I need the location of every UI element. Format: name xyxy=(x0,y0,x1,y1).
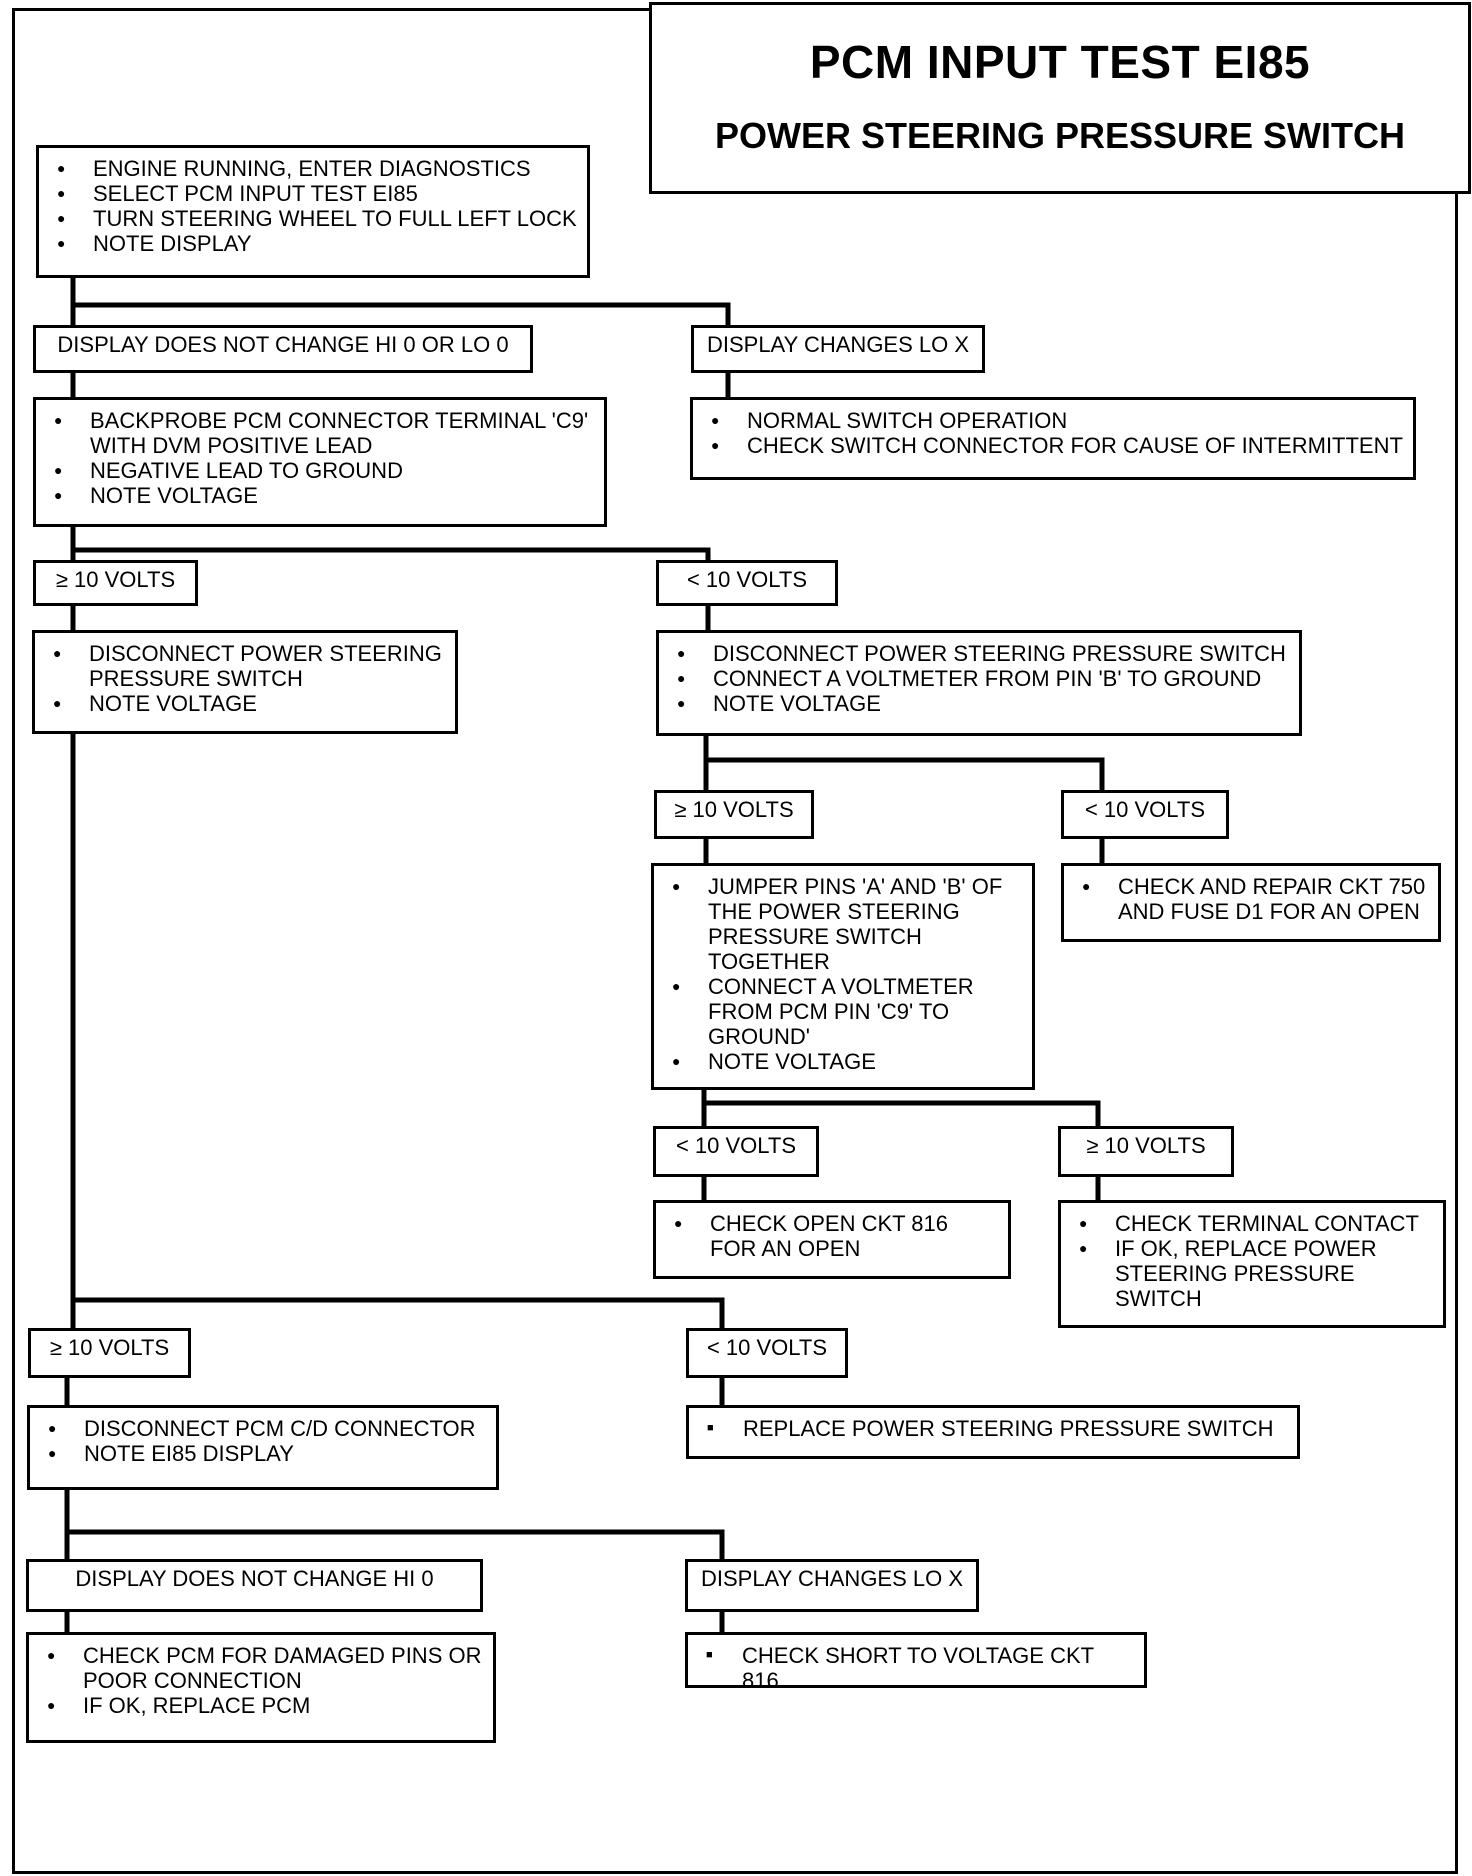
label-ge10-a: ≥ 10 VOLTS xyxy=(33,560,198,606)
page-title: PCM INPUT TEST EI85 xyxy=(809,36,1311,88)
label-changes-lo: DISPLAY CHANGES LO X xyxy=(685,1559,979,1612)
list-item: CHECK PCM FOR DAMAGED PINS OR POOR CONNE… xyxy=(47,1643,483,1693)
list-item: CONNECT A VOLTMETER FROM PIN 'B' TO GROU… xyxy=(677,666,1289,691)
list-item: SELECT PCM INPUT TEST EI85 xyxy=(57,181,577,206)
list-item: CHECK TERMINAL CONTACT xyxy=(1079,1211,1433,1236)
list-item: NORMAL SWITCH OPERATION xyxy=(711,408,1403,433)
list-item: DISCONNECT POWER STEERING PRESSURE SWITC… xyxy=(677,641,1289,666)
step-disconnect-voltmeter: DISCONNECT POWER STEERING PRESSURE SWITC… xyxy=(656,630,1302,736)
list-item: CHECK SHORT TO VOLTAGE CKT 816 xyxy=(706,1643,1134,1693)
list-item: NEGATIVE LEAD TO GROUND xyxy=(54,458,594,483)
list-item: CHECK AND REPAIR CKT 750 AND FUSE D1 FOR… xyxy=(1082,874,1428,924)
step-replace-switch: REPLACE POWER STEERING PRESSURE SWITCH xyxy=(686,1405,1300,1459)
list-item: JUMPER PINS 'A' AND 'B' OF THE POWER STE… xyxy=(672,874,1022,974)
step-disconnect-switch: DISCONNECT POWER STEERING PRESSURE SWITC… xyxy=(32,630,458,734)
label-ge10-b: ≥ 10 VOLTS xyxy=(654,790,814,839)
connector-jumper xyxy=(701,1088,1101,1128)
label-ge10-c: ≥ 10 VOLTS xyxy=(1058,1126,1234,1177)
label-no-change-hi: DISPLAY DOES NOT CHANGE HI 0 xyxy=(26,1559,483,1612)
list-item: REPLACE POWER STEERING PRESSURE SWITCH xyxy=(707,1416,1287,1441)
list-item: CHECK OPEN CKT 816 FOR AN OPEN xyxy=(674,1211,998,1261)
list-item: CHECK SWITCH CONNECTOR FOR CAUSE OF INTE… xyxy=(711,433,1403,458)
step-terminal-contact: CHECK TERMINAL CONTACT IF OK, REPLACE PO… xyxy=(1058,1200,1446,1328)
list-item: NOTE VOLTAGE xyxy=(54,483,594,508)
label-lt10-c: < 10 VOLTS xyxy=(653,1126,819,1177)
list-item: DISCONNECT POWER STEERING PRESSURE SWITC… xyxy=(53,641,445,691)
connector-start xyxy=(70,276,731,327)
list-item: BACKPROBE PCM CONNECTOR TERMINAL 'C9' WI… xyxy=(54,408,594,458)
list-item: ENGINE RUNNING, ENTER DIAGNOSTICS xyxy=(57,156,577,181)
connector-cd xyxy=(64,1488,725,1561)
list-item: CONNECT A VOLTMETER FROM PCM PIN 'C9' TO… xyxy=(672,974,1022,1049)
label-changes: DISPLAY CHANGES LO X xyxy=(691,325,985,373)
step-start: ENGINE RUNNING, ENTER DIAGNOSTICS SELECT… xyxy=(36,145,590,278)
list-item: IF OK, REPLACE PCM xyxy=(47,1693,483,1718)
list-item: IF OK, REPLACE POWER STEERING PRESSURE S… xyxy=(1079,1236,1433,1311)
title-block: PCM INPUT TEST EI85 POWER STEERING PRESS… xyxy=(649,2,1471,194)
list-item: NOTE DISPLAY xyxy=(57,231,577,256)
list-item: NOTE EI85 DISPLAY xyxy=(48,1441,486,1466)
list-item: DISCONNECT PCM C/D CONNECTOR xyxy=(48,1416,486,1441)
list-item: NOTE VOLTAGE xyxy=(677,691,1289,716)
step-open-816: CHECK OPEN CKT 816 FOR AN OPEN xyxy=(653,1200,1011,1279)
label-lt10-d: < 10 VOLTS xyxy=(686,1328,848,1378)
step-normal: NORMAL SWITCH OPERATION CHECK SWITCH CON… xyxy=(690,397,1416,480)
label-ge10-d: ≥ 10 VOLTS xyxy=(28,1328,191,1378)
list-item: TURN STEERING WHEEL TO FULL LEFT LOCK xyxy=(57,206,577,231)
step-repair-750: CHECK AND REPAIR CKT 750 AND FUSE D1 FOR… xyxy=(1061,863,1441,942)
page-subtitle: POWER STEERING PRESSURE SWITCH xyxy=(714,115,1406,156)
step-jumper: JUMPER PINS 'A' AND 'B' OF THE POWER STE… xyxy=(651,863,1035,1090)
connector-left-trunk xyxy=(70,732,725,1330)
step-check-pcm: CHECK PCM FOR DAMAGED PINS OR POOR CONNE… xyxy=(26,1632,496,1743)
label-lt10-a: < 10 VOLTS xyxy=(656,560,838,606)
connector-backprobe xyxy=(70,524,711,562)
step-short-816: CHECK SHORT TO VOLTAGE CKT 816 xyxy=(685,1632,1147,1693)
step-backprobe: BACKPROBE PCM CONNECTOR TERMINAL 'C9' WI… xyxy=(33,397,607,527)
label-lt10-b: < 10 VOLTS xyxy=(1061,790,1229,839)
list-item: NOTE VOLTAGE xyxy=(53,691,445,716)
connector-voltmeter xyxy=(703,734,1105,792)
list-item: NOTE VOLTAGE xyxy=(672,1049,1022,1074)
label-no-change: DISPLAY DOES NOT CHANGE HI 0 OR LO 0 xyxy=(33,325,533,373)
step-disconnect-cd: DISCONNECT PCM C/D CONNECTOR NOTE EI85 D… xyxy=(27,1405,499,1490)
